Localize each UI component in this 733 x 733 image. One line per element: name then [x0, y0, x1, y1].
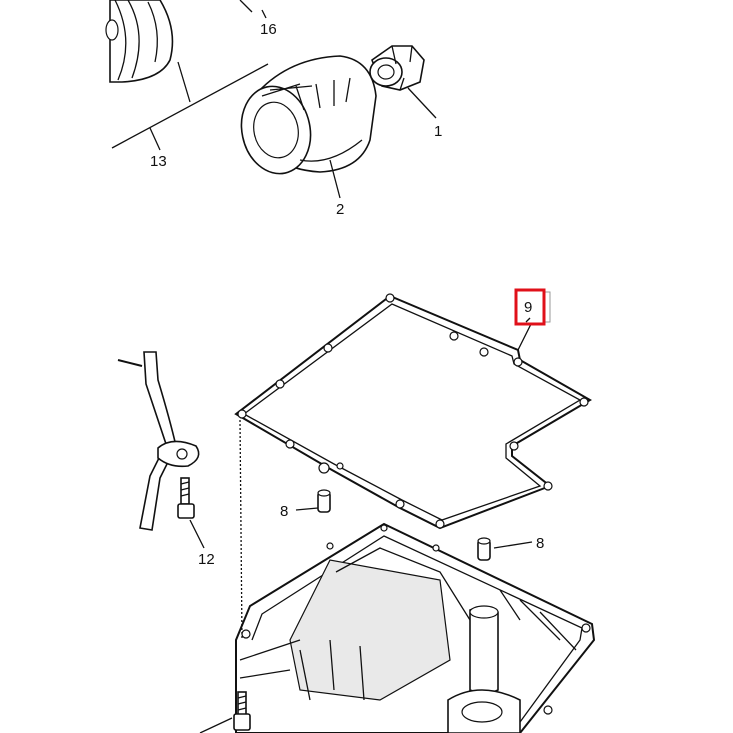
pipe-bolt-part[interactable]: [177, 477, 195, 519]
dowel-pin-part-left[interactable]: [317, 489, 331, 513]
callout-8-right[interactable]: 8: [536, 535, 544, 552]
pan-bolt-part[interactable]: [233, 691, 251, 731]
callout-9: 9: [524, 299, 532, 316]
leader-lines-13-16: [111, 0, 269, 151]
callout-8-left[interactable]: 8: [280, 503, 288, 520]
callout-2[interactable]: 2: [336, 201, 344, 218]
oil-filter-part[interactable]: [234, 55, 377, 180]
drain-bolt-part[interactable]: [369, 45, 425, 91]
callout-16[interactable]: 16: [260, 21, 277, 38]
dowel-pin-part-right[interactable]: [477, 537, 491, 561]
oil-pan-part[interactable]: [235, 522, 596, 733]
oil-pan-gasket-part[interactable]: [234, 293, 592, 530]
callout-9-highlighted[interactable]: 9: [514, 288, 551, 326]
oil-pipe-part[interactable]: [117, 351, 200, 531]
callout-13[interactable]: 13: [150, 153, 167, 170]
callout-1[interactable]: 1: [434, 123, 442, 140]
callout-12[interactable]: 12: [198, 551, 215, 568]
oil-cooler-part[interactable]: [105, 0, 174, 83]
